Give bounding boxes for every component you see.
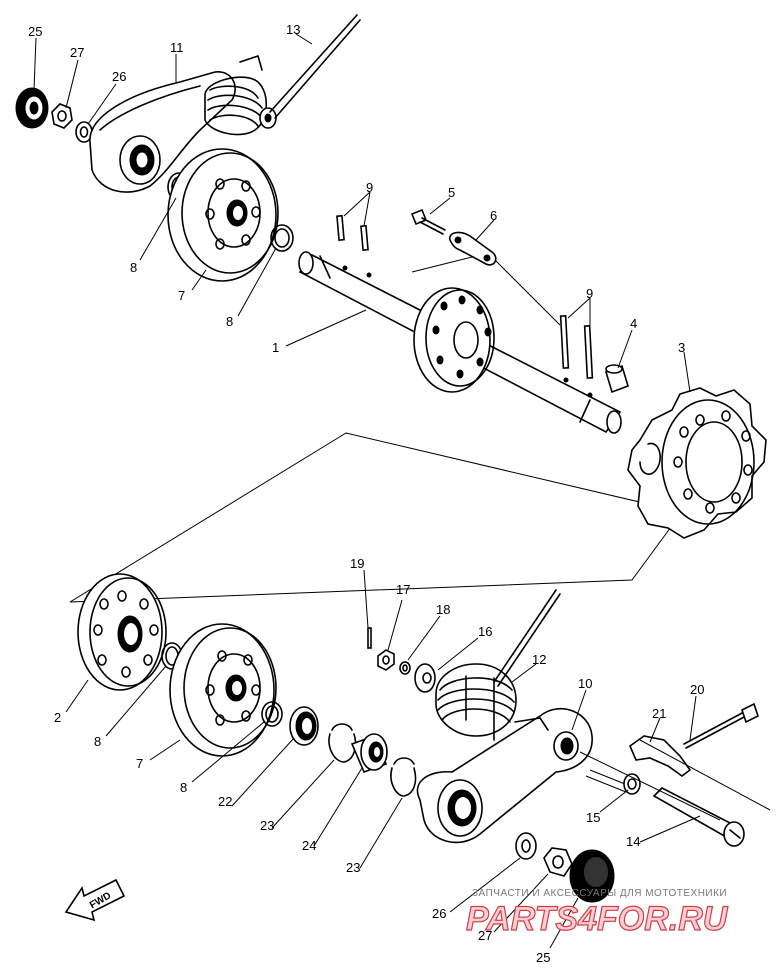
part-1-axle-shaft <box>298 251 622 434</box>
part-7-idler-wheel-upper <box>167 148 279 282</box>
part-9-pins-upper <box>336 214 369 251</box>
part-18-small-washer <box>399 661 411 675</box>
part-25-cap-bottom <box>569 849 615 903</box>
callout-2: 2 <box>54 710 61 725</box>
callout-26-top: 26 <box>112 69 126 84</box>
part-7-idler-wheel-lower <box>169 623 277 757</box>
watermark-caption: ЗАПЧАСТИ И АКСЕССУАРЫ ДЛЯ МОТОТЕХНИКИ <box>472 888 727 899</box>
part-25-sprocket-top <box>15 87 49 129</box>
part-10-rear-arm <box>416 707 593 844</box>
callout-5: 5 <box>448 185 455 200</box>
part-11-tension-arm <box>89 71 236 193</box>
callout-20: 20 <box>690 682 704 697</box>
part-6-bracket <box>449 231 497 266</box>
callout-9-upper: 9 <box>366 180 373 195</box>
callout-10: 10 <box>578 676 592 691</box>
callout-25-bottom: 25 <box>536 950 550 965</box>
callout-14: 14 <box>626 834 640 849</box>
watermark-logo: PARTS4FOR.RU <box>466 900 729 938</box>
callout-3: 3 <box>678 340 685 355</box>
callout-13: 13 <box>286 22 300 37</box>
part-15-collar <box>585 769 641 795</box>
callout-27-bottom: 27 <box>478 928 492 943</box>
callout-8-b: 8 <box>226 314 233 329</box>
part-3-drive-sprocket <box>627 387 767 539</box>
part-5-bolt <box>410 208 446 235</box>
callout-8-a: 8 <box>130 260 137 275</box>
part-20-adjuster-bolt <box>683 702 759 749</box>
part-24-bearing-collar <box>350 733 388 774</box>
part-16-washer <box>414 663 436 693</box>
part-8-washer-b <box>270 224 294 252</box>
watermark: ЗАПЧАСТИ И АКСЕССУАРЫ ДЛЯ МОТОТЕХНИКИ PA… <box>465 888 729 939</box>
callout-16: 16 <box>478 624 492 639</box>
callout-8-c: 8 <box>94 734 101 749</box>
callout-11: 11 <box>170 40 184 55</box>
callout-4: 4 <box>630 316 637 331</box>
callout-7-lower: 7 <box>136 756 143 771</box>
callout-27-top: 27 <box>70 45 84 60</box>
part-27-nut-bottom <box>543 847 573 877</box>
part-23-circlip-b <box>390 757 417 797</box>
leader-lines <box>33 33 701 949</box>
part-19-pin <box>367 627 372 649</box>
part-17-nut <box>377 649 395 671</box>
part-14-long-bolt <box>652 787 745 847</box>
callout-6: 6 <box>490 208 497 223</box>
callout-labels: 25 27 26 11 13 8 7 8 9 5 6 1 9 4 3 19 17… <box>28 22 704 965</box>
part-12-torsion-spring-lower <box>435 589 561 741</box>
callout-21: 21 <box>652 706 666 721</box>
callout-26-bottom: 26 <box>432 906 446 921</box>
part-9-pins-lower <box>559 315 594 379</box>
callout-1: 1 <box>272 340 279 355</box>
callout-12: 12 <box>532 652 546 667</box>
part-2-flange-plate <box>77 573 167 691</box>
callout-8-d: 8 <box>180 780 187 795</box>
callout-15: 15 <box>586 810 600 825</box>
part-21-bracket <box>629 735 692 777</box>
callout-17: 17 <box>396 582 410 597</box>
callout-19: 19 <box>350 556 364 571</box>
callout-22: 22 <box>218 794 232 809</box>
part-26-washer-bottom <box>515 832 537 860</box>
callout-18: 18 <box>436 602 450 617</box>
forward-direction-marker: FWD <box>64 878 126 922</box>
callout-23-a: 23 <box>260 818 274 833</box>
part-13-torsion-spring-top <box>204 14 361 136</box>
callout-24: 24 <box>302 838 316 853</box>
part-4-collar <box>605 364 629 394</box>
part-27-nut-top <box>51 103 73 129</box>
part-22-bearing <box>289 706 319 746</box>
callout-7-upper: 7 <box>178 288 185 303</box>
callout-23-b: 23 <box>346 860 360 875</box>
part-23-circlip-a <box>328 723 357 763</box>
callout-9-lower: 9 <box>586 286 593 301</box>
callout-25-top: 25 <box>28 24 42 39</box>
reference-lines-lower <box>579 739 771 821</box>
part-8-washer-d <box>261 701 283 727</box>
